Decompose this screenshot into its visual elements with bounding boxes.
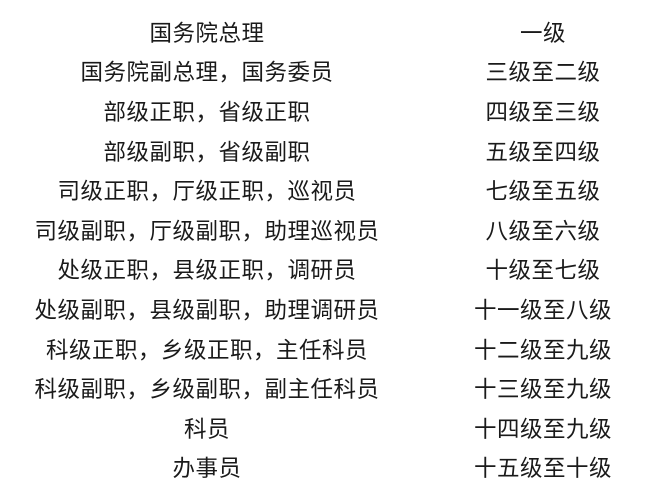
grade-cell: 五级至四级 xyxy=(485,139,601,166)
post-cell: 司级正职，厅级正职，巡视员 xyxy=(57,179,357,206)
table-row: 司级正职，厅级正职，巡视员 七级至五级 xyxy=(0,170,661,210)
table-row: 办事员 十五级至十级 xyxy=(0,448,661,488)
post-cell: 部级副职，省级副职 xyxy=(103,139,311,166)
grade-cell: 四级至三级 xyxy=(485,99,601,126)
grade-cell: 十二级至九级 xyxy=(473,337,612,364)
grade-cell: 三级至二级 xyxy=(485,60,601,87)
grade-cell: 十级至七级 xyxy=(485,258,601,285)
table-row: 处级副职，县级副职，助理调研员 十一级至八级 xyxy=(0,289,661,329)
table-row: 科员 十四级至九级 xyxy=(0,408,661,448)
position-grade-table: 国务院总理 一级 国务院副总理，国务委员 三级至二级 部级正职，省级正职 四级至… xyxy=(0,12,661,487)
post-cell: 处级正职，县级正职，调研员 xyxy=(57,258,357,285)
post-cell: 科员 xyxy=(183,416,230,443)
post-cell: 办事员 xyxy=(172,456,242,483)
post-cell: 司级副职，厅级副职，助理巡视员 xyxy=(34,218,380,245)
table-row: 科级副职，乡级副职，副主任科员 十三级至九级 xyxy=(0,368,661,408)
table-row: 部级正职，省级正职 四级至三级 xyxy=(0,91,661,131)
grade-cell: 十五级至十级 xyxy=(473,456,612,483)
table-row: 处级正职，县级正职，调研员 十级至七级 xyxy=(0,250,661,290)
grade-cell: 十三级至九级 xyxy=(473,377,612,404)
grade-cell: 七级至五级 xyxy=(485,179,601,206)
table-row: 科级正职，乡级正职，主任科员 十二级至九级 xyxy=(0,329,661,369)
post-cell: 科级正职，乡级正职，主任科员 xyxy=(45,337,368,364)
table-row: 国务院总理 一级 xyxy=(0,12,661,52)
grade-cell: 八级至六级 xyxy=(485,218,601,245)
post-cell: 国务院总理 xyxy=(149,20,265,47)
post-cell: 部级正职，省级正职 xyxy=(103,99,311,126)
table-row: 部级副职，省级副职 五级至四级 xyxy=(0,131,661,171)
post-cell: 处级副职，县级副职，助理调研员 xyxy=(34,297,380,324)
grade-cell: 十一级至八级 xyxy=(473,297,612,324)
grade-cell: 十四级至九级 xyxy=(473,416,612,443)
grade-cell: 一级 xyxy=(519,20,566,47)
table-row: 司级副职，厅级副职，助理巡视员 八级至六级 xyxy=(0,210,661,250)
post-cell: 科级副职，乡级副职，副主任科员 xyxy=(34,377,380,404)
post-cell: 国务院副总理，国务委员 xyxy=(80,60,334,87)
table-row: 国务院副总理，国务委员 三级至二级 xyxy=(0,52,661,92)
